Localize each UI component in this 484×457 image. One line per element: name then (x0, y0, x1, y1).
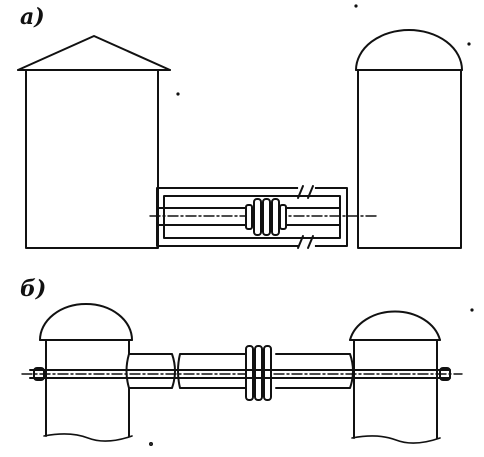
panel-b-drawing (21, 303, 463, 444)
panel-b-bellows (239, 345, 279, 401)
panel-b-right-tank (349, 310, 441, 444)
panel-a-drawing (17, 29, 463, 249)
panel-b-left-tank (39, 303, 133, 442)
panel-a-left-tank (17, 35, 171, 249)
print-specks (149, 4, 474, 446)
panel-a-pipe-frame (156, 185, 348, 249)
panel-a-label: а) (20, 4, 45, 30)
panel-a-right-tank (355, 29, 463, 249)
panel-a-bellows (245, 198, 287, 236)
panel-b-label: б) (20, 276, 47, 302)
